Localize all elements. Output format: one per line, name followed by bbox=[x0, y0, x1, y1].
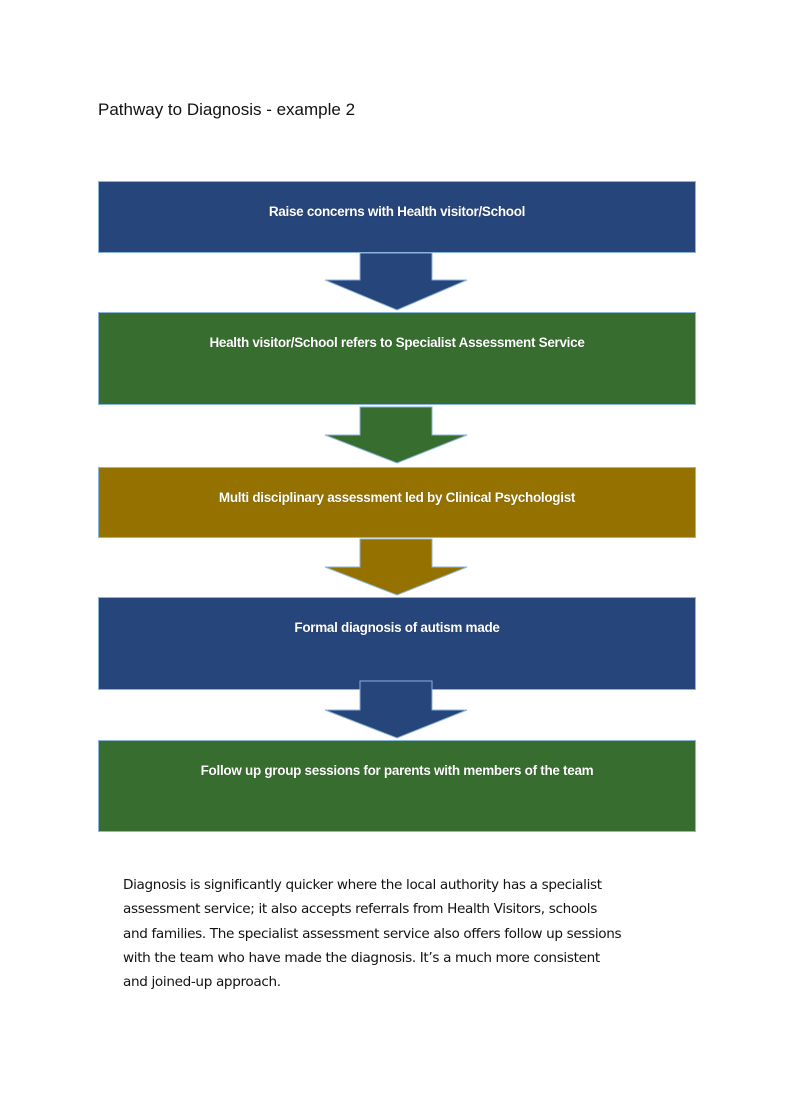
description-paragraph: Diagnosis is significantly quicker where… bbox=[123, 873, 713, 994]
paragraph-line: with the team who have made the diagnosi… bbox=[123, 949, 600, 966]
paragraph-line: assessment service; it also accepts refe… bbox=[123, 901, 597, 918]
down-arrow-icon bbox=[324, 680, 468, 739]
step-4-diagnosis: Formal diagnosis of autism made bbox=[98, 597, 696, 690]
down-arrow-icon bbox=[324, 406, 468, 464]
down-arrow-icon bbox=[324, 252, 468, 311]
step-5-follow-up: Follow up group sessions for parents wit… bbox=[98, 740, 696, 832]
step-2-referral: Health visitor/School refers to Speciali… bbox=[98, 312, 696, 405]
step-3-assessment: Multi disciplinary assessment led by Cli… bbox=[98, 467, 696, 538]
page-title: Pathway to Diagnosis - example 2 bbox=[98, 100, 356, 119]
paragraph-line: Diagnosis is significantly quicker where… bbox=[123, 877, 602, 893]
step-label: Raise concerns with Health visitor/Schoo… bbox=[268, 204, 526, 219]
step-label: Follow up group sessions for parents wit… bbox=[200, 763, 594, 778]
step-label: Health visitor/School refers to Speciali… bbox=[209, 335, 585, 350]
down-arrow-icon bbox=[324, 538, 468, 596]
paragraph-line: and families. The specialist assessment … bbox=[123, 925, 622, 942]
step-label: Formal diagnosis of autism made bbox=[294, 620, 500, 635]
paragraph-line: and joined-up approach. bbox=[123, 974, 281, 991]
step-label: Multi disciplinary assessment led by Cli… bbox=[218, 490, 576, 505]
